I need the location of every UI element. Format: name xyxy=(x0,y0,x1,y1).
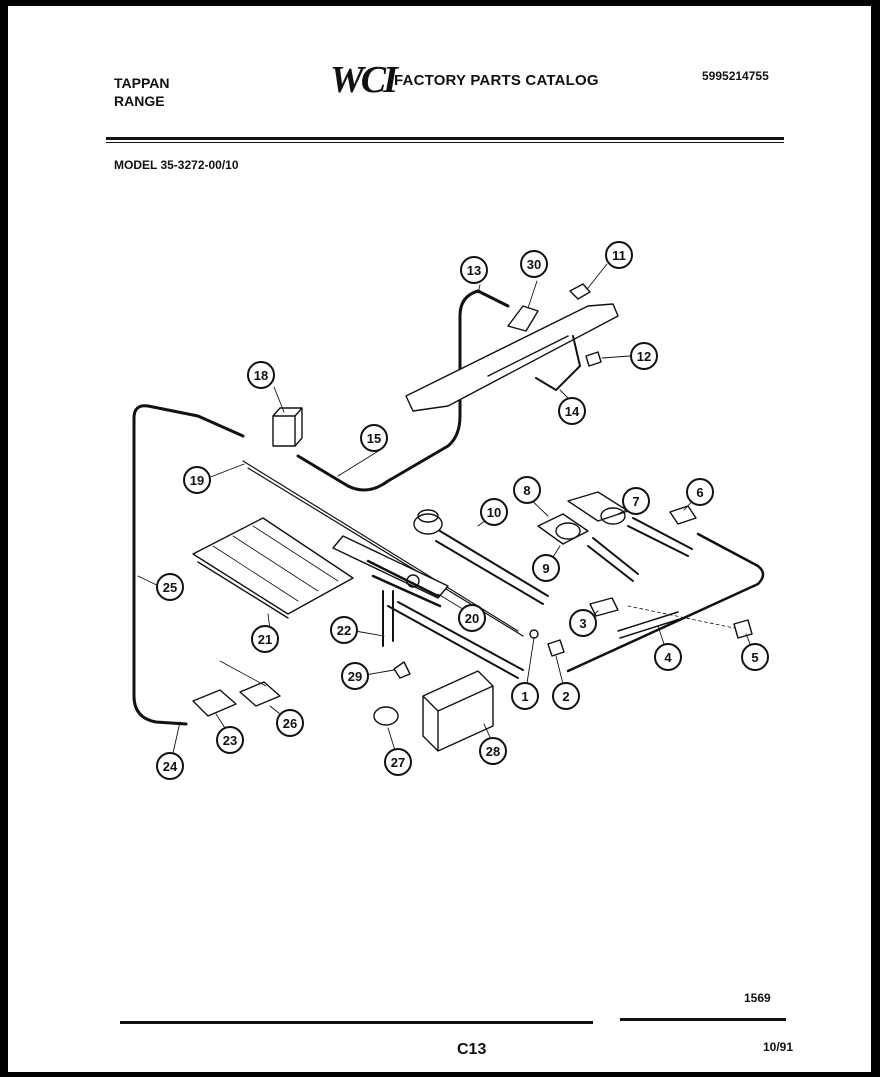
callout-27: 27 xyxy=(384,748,412,776)
oven-tube-25 xyxy=(132,404,245,726)
footer-rule-right xyxy=(620,1018,786,1021)
callout-1: 1 xyxy=(511,682,539,710)
callout-20: 20 xyxy=(458,604,486,632)
part-28 xyxy=(422,670,494,752)
svg-text:20: 20 xyxy=(465,611,479,626)
part-26 xyxy=(239,681,281,707)
svg-text:30: 30 xyxy=(527,257,541,272)
part-29 xyxy=(393,661,411,679)
wci-logo-text: WCI xyxy=(330,59,398,101)
catalog-part-number: 5995214755 xyxy=(702,69,769,83)
valve-3 xyxy=(589,597,619,617)
part-1 xyxy=(529,629,539,639)
callout-18: 18 xyxy=(247,361,275,389)
svg-text:19: 19 xyxy=(190,473,204,488)
header-rule-thin xyxy=(106,142,784,143)
part-23 xyxy=(192,689,237,717)
callout-24: 24 xyxy=(156,752,184,780)
callout-4: 4 xyxy=(654,643,682,671)
catalog-title: FACTORY PARTS CATALOG xyxy=(394,72,599,89)
svg-text:10: 10 xyxy=(487,505,501,520)
svg-text:4: 4 xyxy=(664,650,672,665)
footer-rule-left xyxy=(120,1021,593,1024)
callout-30: 30 xyxy=(520,250,548,278)
svg-text:2: 2 xyxy=(562,689,569,704)
valve-assembly-20 xyxy=(332,535,449,608)
shield-21 xyxy=(192,517,354,619)
valve-6 xyxy=(669,505,697,525)
header-rule xyxy=(106,137,784,140)
svg-text:14: 14 xyxy=(565,404,580,419)
callout-26: 26 xyxy=(276,709,304,737)
svg-text:24: 24 xyxy=(163,759,178,774)
callout-6: 6 xyxy=(686,478,714,506)
fitting-12 xyxy=(585,351,602,367)
top-bracket xyxy=(405,303,619,412)
exploded-parts-diagram: 1 2 3 4 5 6 7 8 9 10 11 12 13 14 15 18 1… xyxy=(132,241,769,780)
revision-date: 10/91 xyxy=(763,1040,794,1054)
callout-21: 21 xyxy=(251,625,279,653)
fitting-11 xyxy=(569,283,591,300)
model-number: MODEL 35-3272-00/10 xyxy=(114,158,239,172)
thermostat-18 xyxy=(272,407,303,447)
callout-14: 14 xyxy=(558,397,586,425)
callout-23: 23 xyxy=(216,726,244,754)
rail-4 xyxy=(617,611,681,639)
tube-13 xyxy=(476,289,510,308)
callout-8: 8 xyxy=(513,476,541,504)
callout-12: 12 xyxy=(630,342,658,370)
svg-text:5: 5 xyxy=(751,650,758,665)
svg-text:27: 27 xyxy=(391,755,405,770)
callout-7: 7 xyxy=(622,487,650,515)
callout-10: 10 xyxy=(480,498,508,526)
burner-tube-22 xyxy=(382,590,524,679)
svg-text:15: 15 xyxy=(367,431,381,446)
catalog-sheet: TAPPAN RANGE WCI FACTORY PARTS CATALOG 5… xyxy=(8,6,871,1072)
svg-text:18: 18 xyxy=(254,368,268,383)
burner-10 xyxy=(413,509,549,605)
svg-text:26: 26 xyxy=(283,716,297,731)
callout-28: 28 xyxy=(479,737,507,765)
svg-text:13: 13 xyxy=(467,263,481,278)
part-27 xyxy=(373,706,399,726)
svg-text:7: 7 xyxy=(632,494,639,509)
burner-7 xyxy=(567,491,693,557)
callout-25: 25 xyxy=(156,573,184,601)
tube-15 xyxy=(296,289,480,492)
callout-11: 11 xyxy=(605,241,633,269)
svg-text:22: 22 xyxy=(337,623,351,638)
brand-block: TAPPAN RANGE xyxy=(114,74,169,110)
brand-name: TAPPAN xyxy=(114,75,170,91)
drawing-code: 1569 xyxy=(744,991,771,1005)
svg-text:28: 28 xyxy=(486,744,500,759)
svg-text:21: 21 xyxy=(258,632,272,647)
right-tube xyxy=(566,532,765,673)
callout-29: 29 xyxy=(341,662,369,690)
appliance-type: RANGE xyxy=(114,93,165,109)
svg-text:11: 11 xyxy=(612,248,626,263)
svg-text:25: 25 xyxy=(163,580,177,595)
page-code: C13 xyxy=(457,1041,487,1058)
callout-19: 19 xyxy=(183,466,211,494)
svg-text:29: 29 xyxy=(348,669,362,684)
svg-text:3: 3 xyxy=(579,616,586,631)
igniter-30 xyxy=(507,305,539,332)
arm-14 xyxy=(535,335,581,391)
svg-text:23: 23 xyxy=(223,733,237,748)
burner-8-9 xyxy=(537,513,639,582)
svg-text:1: 1 xyxy=(521,689,528,704)
part-2 xyxy=(547,639,565,657)
svg-text:8: 8 xyxy=(523,483,530,498)
callout-2: 2 xyxy=(552,682,580,710)
callout-5: 5 xyxy=(741,643,769,671)
callout-22: 22 xyxy=(330,616,358,644)
callout-9: 9 xyxy=(532,554,560,582)
svg-text:6: 6 xyxy=(696,485,703,500)
valve-5 xyxy=(733,619,753,639)
svg-text:9: 9 xyxy=(542,561,549,576)
callout-15: 15 xyxy=(360,424,388,452)
svg-text:12: 12 xyxy=(637,349,651,364)
callout-3: 3 xyxy=(569,609,597,637)
callout-13: 13 xyxy=(460,256,488,284)
